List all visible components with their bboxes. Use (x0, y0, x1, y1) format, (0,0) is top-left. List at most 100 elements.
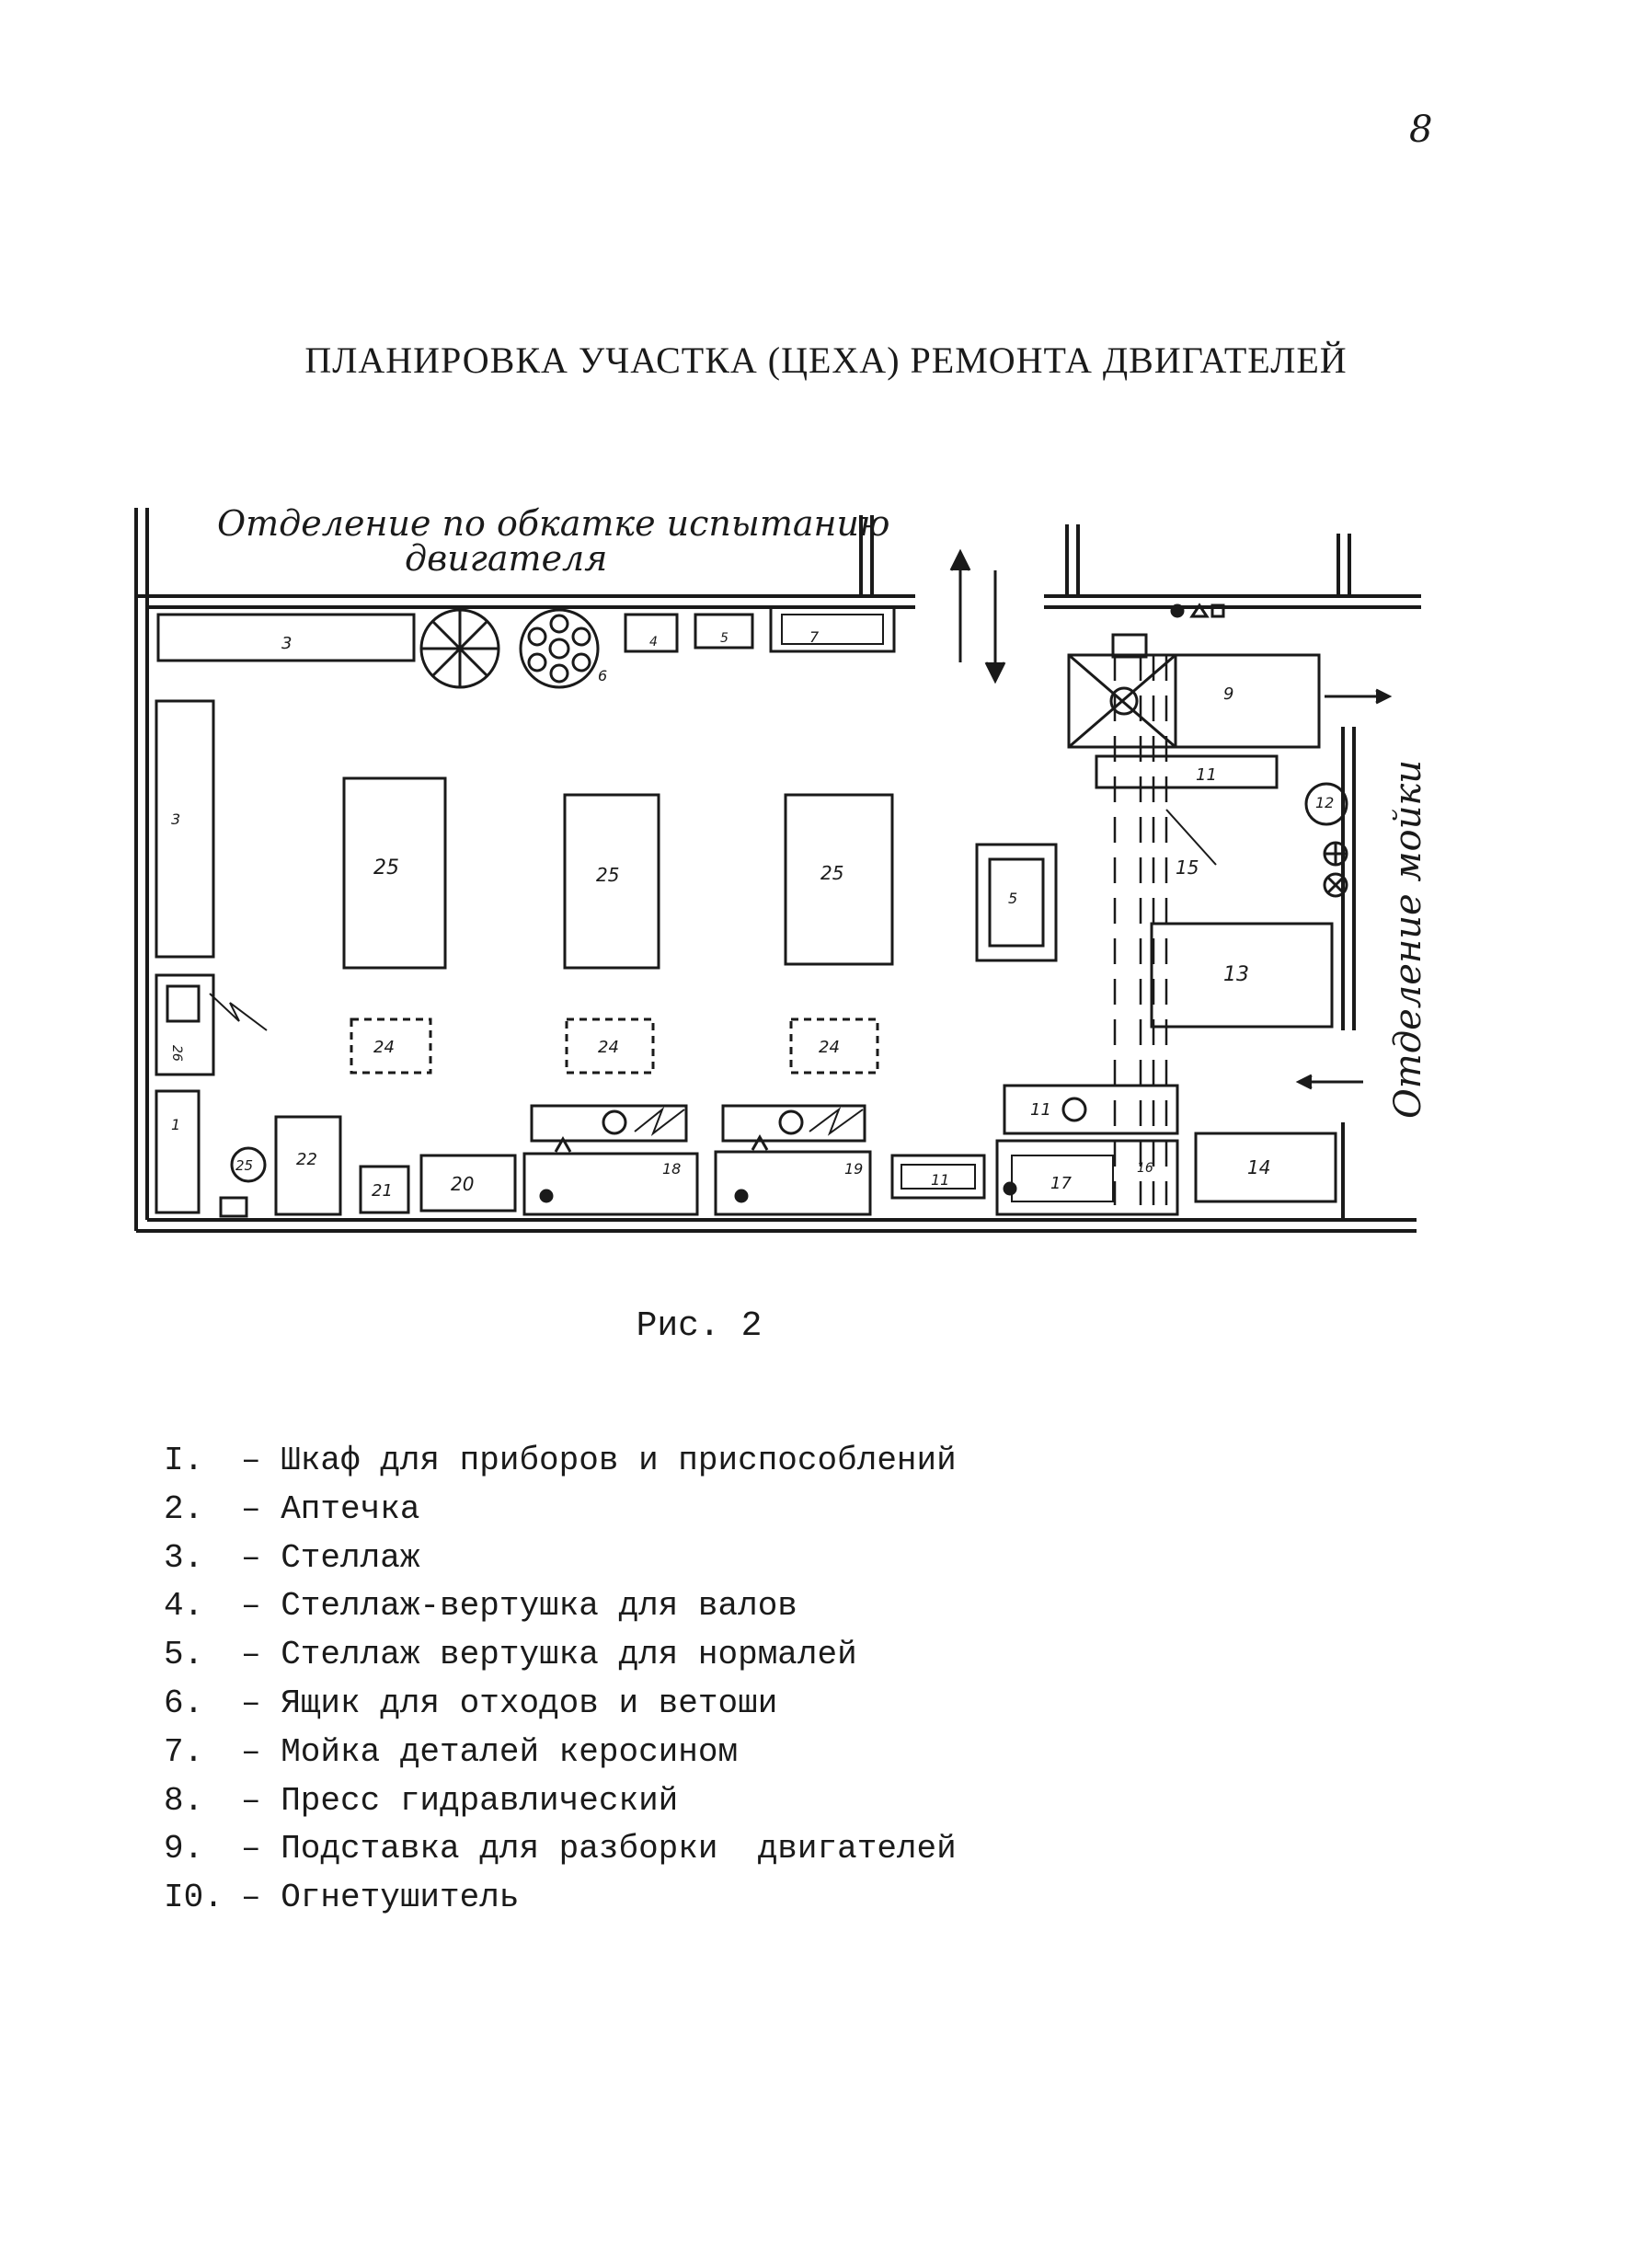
extinguisher-icons (1323, 841, 1348, 898)
legend-item: 9. – Подставка для разборки двигателей (164, 1825, 957, 1874)
item-12-circle (1304, 782, 1348, 826)
corridor-arrows (949, 548, 1006, 684)
press-19-gauge (778, 1109, 804, 1135)
press-18-mark (634, 1106, 685, 1136)
item-5-outer (975, 843, 1058, 962)
cart-24-a (350, 1017, 432, 1075)
legend-item-text: – Стеллаж (241, 1538, 420, 1577)
label-item-11-bottom: 11 (931, 1171, 949, 1189)
legend-item: 8. – Пресс гидравлический (164, 1777, 957, 1826)
cart-24-c (789, 1017, 879, 1075)
item-20 (419, 1154, 517, 1213)
label-item-5-center: 5 (1008, 890, 1017, 907)
label-item-22: 22 (296, 1150, 317, 1169)
page-title: ПЛАНИРОВКА УЧАСТКА (ЦЕХА) РЕМОНТА ДВИГАТ… (304, 339, 1348, 381)
legend-item-number: 8. (164, 1781, 204, 1820)
top-room-label-line1: Отделение по обкатке испытанию (217, 503, 889, 544)
item-21 (359, 1165, 410, 1214)
exit-arrow-right (1325, 688, 1393, 705)
label-cabinet-1: 1 (171, 1116, 180, 1133)
label-item-11-right: 11 (1030, 1100, 1051, 1120)
marker-dot (1170, 603, 1185, 618)
label-cart-24-c: 24 (819, 1038, 840, 1057)
item-11-right (1003, 1084, 1179, 1135)
legend-item-number: I. (164, 1442, 204, 1479)
leader-26 (209, 993, 268, 1031)
cabinet-1 (155, 1089, 201, 1214)
marker-square (1210, 603, 1225, 618)
shelf-top (156, 613, 416, 662)
label-stand-9: 9 (1223, 684, 1233, 704)
legend-item-number: 6. (164, 1684, 204, 1722)
label-item-12: 12 (1315, 794, 1334, 811)
legend-item-text: – Стеллаж-вертушка для валов (241, 1587, 797, 1626)
press-19 (721, 1104, 866, 1143)
label-shelf-left: 3 (171, 810, 180, 828)
item-11-bottom (890, 1154, 986, 1200)
crane-runway (1113, 655, 1168, 1205)
label-item-14: 14 (1247, 1156, 1270, 1178)
legend-item: 4.– Стеллаж-вертушка для валов (164, 1582, 957, 1631)
legend-list: I. – Шкаф для приборов и приспособлений 2.… (164, 1437, 957, 1923)
label-bench-19: 19 (844, 1160, 863, 1178)
legend-item-number: 9. (164, 1830, 204, 1868)
label-item-13: 13 (1223, 963, 1249, 986)
legend-item: I0.– Огнетушитель (164, 1874, 957, 1923)
label-bench-11-top: 11 (1196, 765, 1217, 785)
bench-19-dot (734, 1189, 749, 1203)
item-11-bottom-inner (901, 1164, 976, 1190)
label-bench-18: 18 (662, 1160, 681, 1178)
legend-item-text: – Пресс гидравлический (241, 1781, 679, 1820)
rotary-rack-4 (419, 608, 500, 689)
legend-item-text: – Ящик для отходов и ветоши (241, 1684, 778, 1722)
label-table-25-a: 25 (373, 856, 399, 879)
legend-item-text: – Аптечка (241, 1489, 420, 1528)
legend-item: 2.– Аптечка (164, 1486, 957, 1535)
label-box-4: 4 (649, 635, 658, 649)
marker-triangle (1189, 603, 1210, 618)
bench-19 (714, 1150, 872, 1216)
legend-item: 3.– Стеллаж (164, 1535, 957, 1583)
floor-plan-diagram: 3 6 4 5 7 9 11 (134, 503, 1429, 1233)
walls (134, 508, 1421, 1233)
top-room-label-line2: двигателя (405, 538, 607, 579)
legend-item: 6. – Ящик для отходов и ветоши (164, 1680, 957, 1729)
press-19-mark (809, 1107, 864, 1136)
shelf-left (155, 699, 215, 959)
box-5 (694, 613, 754, 649)
legend-item: I. – Шкаф для приборов и приспособлений (164, 1437, 957, 1486)
cart-24-b (565, 1017, 655, 1075)
fixture-sink (1111, 633, 1148, 659)
bench-19-vice (751, 1133, 769, 1151)
legend-item-text: – Подставка для разборки двигателей (241, 1830, 957, 1868)
work-table-25-b (563, 793, 660, 970)
label-table-25-c: 25 (820, 862, 843, 884)
box-7 (769, 605, 896, 653)
label-table-25-b: 25 (596, 864, 619, 886)
disassembly-stand (1067, 653, 1321, 749)
legend-item-text: – Шкаф для приборов и приспособлений (241, 1442, 957, 1479)
item-26 (155, 973, 215, 1076)
legend-item-number: 5. (164, 1636, 204, 1674)
legend-item-text: – Мойка деталей керосином (241, 1732, 739, 1771)
label-rack-box-6: 6 (598, 667, 607, 684)
bench-11-top (1095, 754, 1279, 789)
label-item-26: 26 (169, 1045, 184, 1062)
item-22 (274, 1115, 342, 1216)
item-17-inner (1011, 1155, 1114, 1202)
legend-item: 7. – Мойка деталей керосином (164, 1729, 957, 1777)
label-cart-24-a: 24 (373, 1038, 395, 1057)
work-table-25-a (342, 776, 447, 970)
item-5-inner (988, 857, 1045, 948)
rotary-rack-5 (519, 608, 600, 689)
item-17-dot (1003, 1181, 1017, 1196)
press-18-gauge (602, 1109, 627, 1135)
bench-18-dot (539, 1189, 554, 1203)
legend-item: 5. – Стеллаж вертушка для нормалей (164, 1631, 957, 1680)
legend-item-text: – Стеллаж вертушка для нормалей (241, 1636, 857, 1674)
entry-arrow-left (1295, 1074, 1363, 1090)
label-shelf-top: 3 (281, 634, 292, 653)
label-box-7: 7 (809, 628, 820, 646)
legend-item-number: 7. (164, 1732, 204, 1771)
work-table-25-c (784, 793, 894, 966)
